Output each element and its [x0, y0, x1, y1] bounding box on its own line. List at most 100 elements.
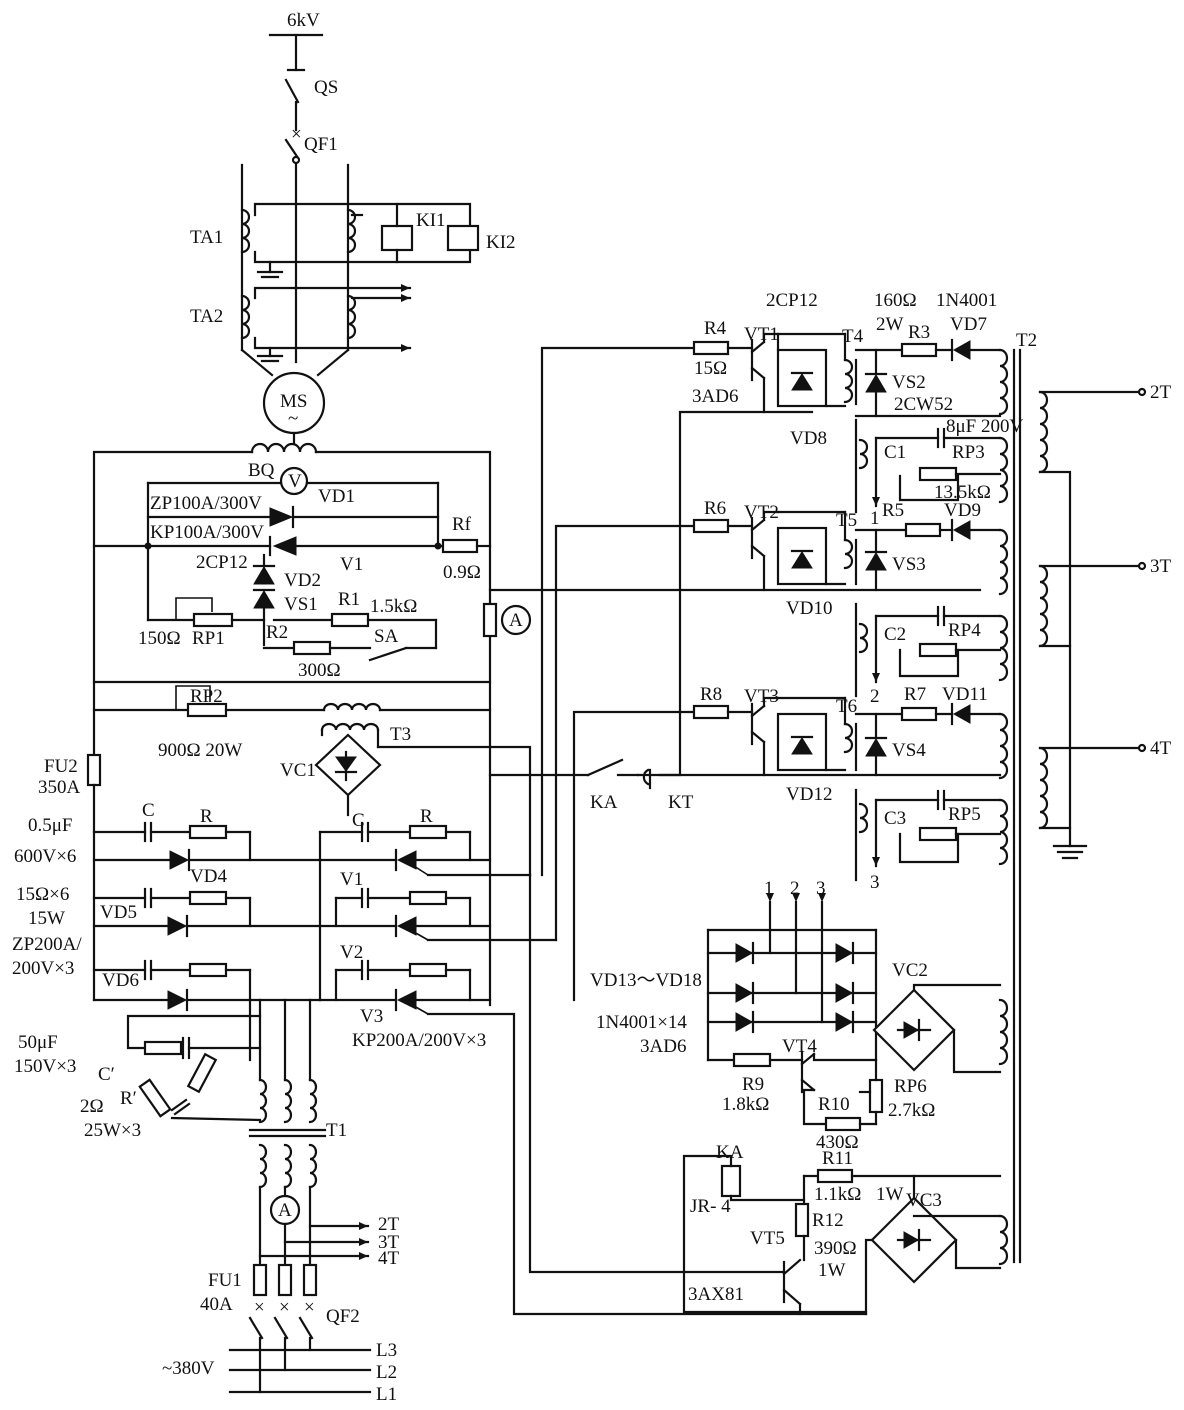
ammeter-main	[482, 602, 532, 638]
terminal-4t	[1137, 743, 1147, 753]
ta1-current-transformer	[240, 202, 480, 279]
label-r-right: R	[420, 806, 433, 827]
label-r11: R11	[822, 1148, 853, 1169]
label-vd1: VD1	[318, 486, 355, 507]
rp6-potentiometer	[868, 1078, 884, 1114]
label-ka-contact: KA	[590, 792, 618, 813]
vc1-bridge	[314, 722, 532, 877]
c2-rp4-block	[854, 602, 1009, 698]
terminal-2t	[1137, 387, 1147, 397]
labels: 6kV QS QF1 TA1 KI1 KI2 TA2 MS ~ BQ V VD1…	[12, 10, 1172, 1405]
label-r3-val2: 2W	[876, 314, 904, 335]
label-r3-val1: 160Ω	[874, 290, 917, 311]
t3-primary	[322, 702, 382, 712]
label-ki1: KI1	[416, 210, 446, 231]
label-vs2: VS2	[892, 372, 926, 393]
label-a1: 1	[764, 878, 774, 899]
label-r5: R5	[882, 500, 904, 521]
label-a3: 3	[816, 878, 826, 899]
svg-text:×: ×	[291, 124, 302, 145]
r6-resistor	[692, 518, 730, 534]
label-vd12: VD12	[786, 784, 832, 805]
label-3ad6-bot: 3AD6	[640, 1036, 686, 1057]
label-ta1: TA1	[190, 227, 223, 248]
label-r6: R6	[704, 498, 726, 519]
label-c-right: C	[352, 810, 365, 831]
label-r4: R4	[704, 318, 727, 339]
label-r-prime-val: 2Ω	[80, 1096, 104, 1117]
label-fu1: FU1	[208, 1270, 242, 1291]
label-ammeter: A	[509, 610, 523, 631]
label-4t-b: 4T	[378, 1248, 400, 1269]
r12-resistor	[794, 1202, 810, 1238]
label-n1: 1	[870, 508, 880, 529]
t1-feed	[126, 998, 312, 1122]
label-vd9: VD9	[944, 500, 981, 521]
fu2-fuse	[86, 753, 102, 787]
r3-resistor	[900, 342, 938, 358]
trigger-channel-1	[692, 332, 1009, 418]
label-vt3: VT3	[744, 686, 779, 707]
discharge-circuit	[146, 597, 438, 662]
bq-field-winding	[92, 431, 492, 1007]
label-ka-coil: KA	[716, 1142, 744, 1163]
label-c3: C3	[884, 808, 906, 829]
label-vs1: VS1	[284, 594, 318, 615]
label-vd6: VD6	[102, 970, 139, 991]
sa-switch	[368, 646, 408, 662]
label-vd5: VD5	[100, 902, 137, 923]
label-r10: R10	[818, 1094, 850, 1115]
label-r9: R9	[742, 1074, 764, 1095]
label-n3: 3	[870, 872, 880, 893]
label-3t-b: 3T	[378, 1232, 400, 1253]
label-rp2: RP2	[190, 686, 223, 707]
r8-resistor	[692, 704, 730, 720]
t2-transformer	[1012, 348, 1147, 1264]
label-r12-w: 1W	[818, 1260, 846, 1281]
r1-resistor	[330, 612, 370, 628]
label-voltmeter: V	[288, 471, 302, 492]
label-zp200: ZP200A/	[12, 934, 82, 955]
label-c-prime-val: 50μF	[18, 1032, 58, 1053]
voltmeter-icon	[279, 466, 309, 496]
label-fu2: FU2	[44, 756, 78, 777]
label-sa: SA	[374, 626, 399, 647]
label-c-prime: C′	[98, 1064, 115, 1085]
label-a2: 2	[790, 878, 800, 899]
r2-resistor	[292, 640, 332, 656]
control-wires	[488, 346, 1002, 1274]
label-v3: V3	[360, 1006, 383, 1027]
label-vs3: VS3	[892, 554, 926, 575]
label-cap-val: 0.5μF	[28, 815, 73, 836]
label-l1: L1	[376, 1384, 397, 1405]
label-r8: R8	[700, 684, 722, 705]
label-r1-val: 1.5kΩ	[370, 596, 417, 617]
r10-resistor	[824, 1116, 862, 1132]
r4-resistor	[692, 340, 730, 356]
label-c-left: C	[142, 800, 155, 821]
label-r4-val: 15Ω	[694, 358, 727, 379]
label-res-w: 15W	[28, 908, 65, 929]
label-kt-contact: KT	[668, 792, 694, 813]
rp4-potentiometer	[918, 642, 958, 658]
vd2-vs1-stack	[252, 553, 276, 647]
label-res-val: 15Ω×6	[16, 884, 69, 905]
rp2-row	[92, 680, 492, 718]
terminal-3t	[1137, 561, 1147, 571]
label-r-left: R	[200, 806, 213, 827]
label-rp5: RP5	[948, 804, 981, 825]
label-rp4: RP4	[948, 620, 981, 641]
qf1-breaker: ×	[284, 124, 302, 364]
ka-relay-coil	[720, 1164, 742, 1198]
label-rp2-val: 900Ω 20W	[158, 740, 242, 761]
label-2t: 2T	[1150, 382, 1172, 403]
label-2t-b: 2T	[378, 1214, 400, 1235]
label-qf1: QF1	[304, 134, 338, 155]
label-bq: BQ	[248, 460, 275, 481]
label-vc2: VC2	[892, 960, 928, 981]
rp3-potentiometer	[918, 466, 958, 482]
label-rf-val: 0.9Ω	[443, 562, 481, 583]
label-vt1: VT1	[744, 324, 779, 345]
label-l3: L3	[376, 1340, 397, 1361]
ta2-current-transformer	[240, 284, 412, 363]
